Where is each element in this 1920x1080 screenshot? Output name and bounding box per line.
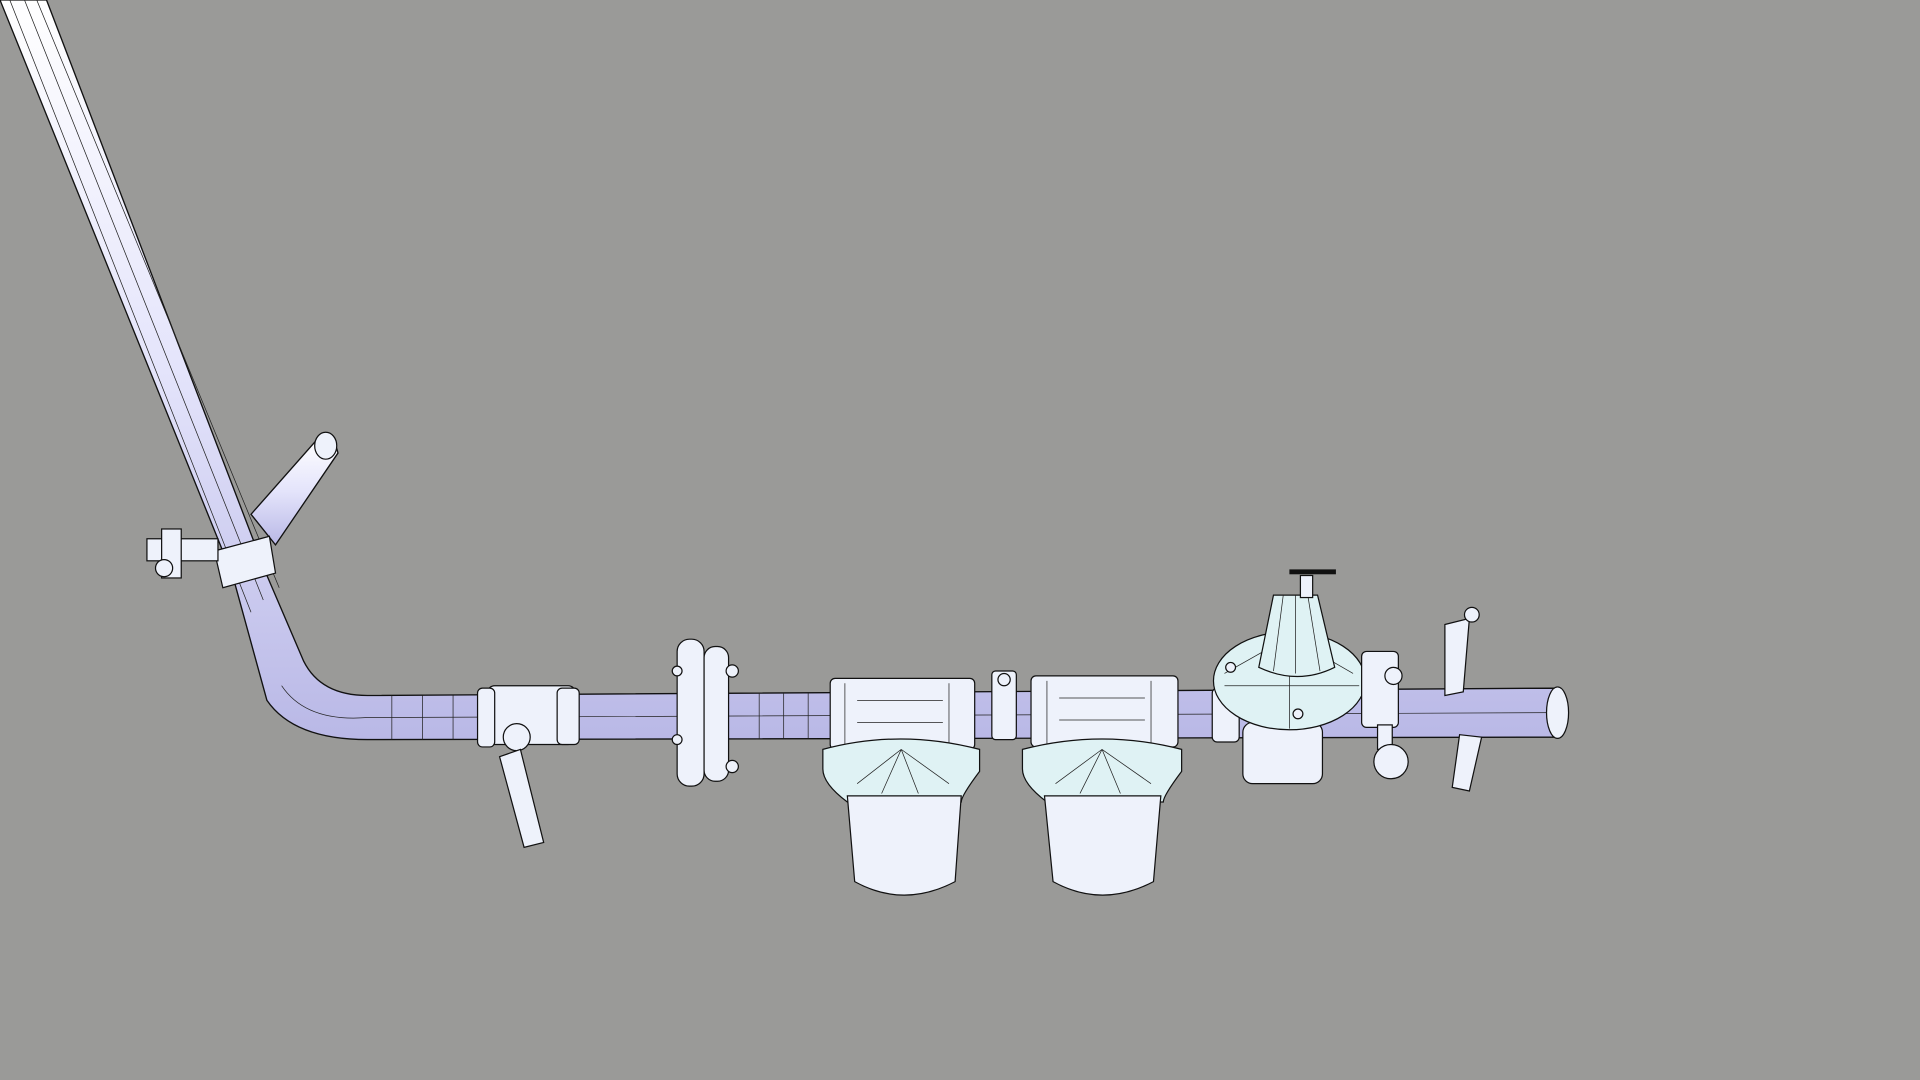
filter-1 — [822, 677, 981, 896]
valve-handle — [498, 748, 545, 849]
gauge-assembly — [1361, 606, 1483, 792]
pipe-coupling — [991, 670, 1017, 741]
pipe-end-cap — [1545, 686, 1570, 739]
adjust-knob — [1289, 569, 1336, 575]
pressure-regulator — [1211, 569, 1366, 785]
branch-stub-pipe — [250, 431, 339, 547]
ball-valve — [476, 685, 580, 849]
pipe-clamp — [146, 528, 277, 589]
filter-2 — [1021, 675, 1183, 896]
flange-joint — [671, 638, 739, 787]
